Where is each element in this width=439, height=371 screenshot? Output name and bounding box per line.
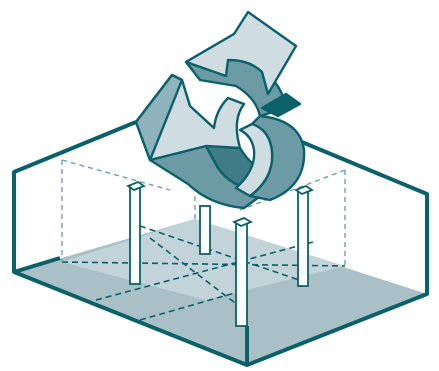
box-floor (14, 219, 427, 365)
post-center-rear (200, 206, 210, 254)
arrow-upper (186, 12, 300, 116)
recycle-arrows-icon (136, 12, 304, 208)
